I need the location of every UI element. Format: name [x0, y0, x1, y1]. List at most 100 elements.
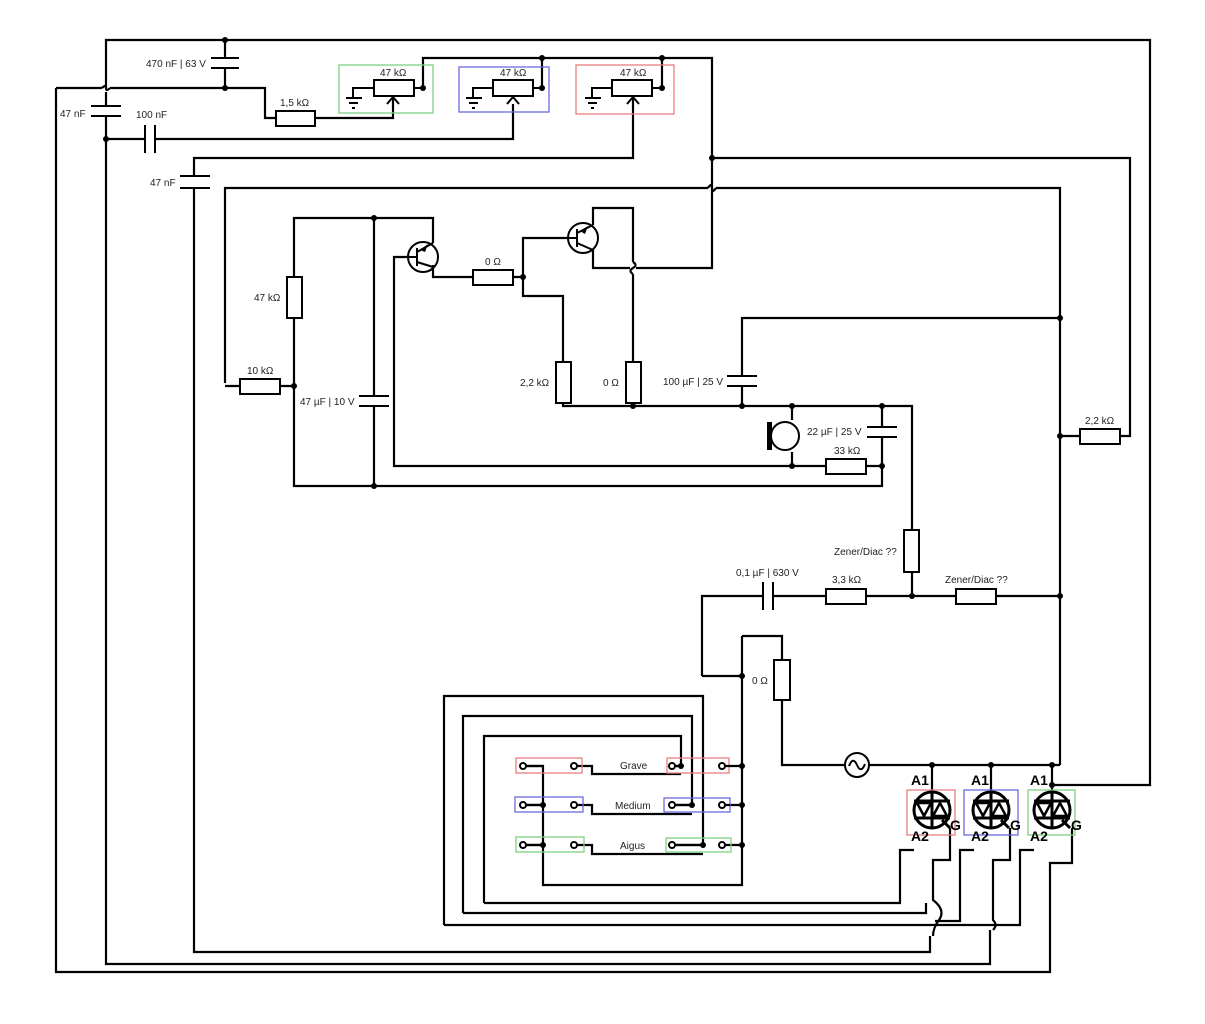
label: 47 nF	[150, 178, 176, 189]
wire	[421, 56, 714, 270]
wire	[700, 594, 1060, 676]
label: 47 kΩ	[500, 68, 527, 79]
capacitor-0u1: 0,1 µF | 630 V	[736, 568, 799, 610]
label: 100 µF | 25 V	[663, 377, 723, 388]
label: 33 kΩ	[834, 446, 861, 457]
wire	[104, 92, 992, 966]
switch-label: Grave	[620, 761, 648, 772]
resistor-0-base: 0 Ω	[472, 257, 514, 286]
label: 1,5 kΩ	[280, 98, 310, 109]
wire	[591, 206, 635, 362]
label: 22 µF | 25 V	[807, 427, 862, 438]
label: 47 nF	[60, 109, 86, 120]
label: 10 kΩ	[247, 366, 274, 377]
label: 2,2 kΩ	[1085, 416, 1115, 427]
wire	[292, 216, 435, 277]
wire-top-bus	[104, 38, 1152, 787]
wire	[742, 634, 1060, 767]
resistor-2k2-emitter: 2,2 kΩ	[520, 361, 572, 404]
wire	[513, 236, 568, 279]
wire	[292, 318, 884, 488]
pnp-transistor-icon	[407, 241, 439, 273]
switch-label: Medium	[615, 801, 651, 812]
wire-hop	[707, 183, 717, 193]
label: 100 nF	[136, 110, 167, 121]
capacitor-100u: 100 µF | 25 V	[663, 375, 757, 388]
potentiometer-green: 47 kΩ	[338, 64, 434, 114]
ac-source-icon	[844, 752, 870, 778]
wire-hop	[101, 84, 111, 92]
pnp-transistor-icon	[567, 222, 599, 254]
capacitor-47u: 47 µF | 10 V	[300, 395, 389, 408]
capacitor-47n-left: 47 nF	[60, 105, 121, 120]
switch-grave[interactable]: Grave	[515, 757, 730, 774]
wire	[106, 104, 515, 141]
triac-icon	[971, 790, 1011, 830]
pin-a1: A1	[971, 772, 989, 788]
resistor-33k: 33 kΩ	[825, 446, 867, 475]
triac-green: A1 A2 G	[1027, 772, 1082, 844]
resistor-0-ac: 0 Ω	[752, 659, 791, 701]
wire	[712, 156, 1132, 438]
triac-blue: A1 A2 G	[963, 772, 1021, 844]
triac-icon	[912, 790, 952, 830]
wire	[192, 98, 635, 176]
resistor-2k2-right: 2,2 kΩ	[1079, 416, 1121, 445]
resistor-3k3: 3,3 kΩ	[825, 575, 867, 605]
capacitor-100n: 100 nF	[136, 110, 167, 153]
label: 470 nF | 63 V	[146, 59, 206, 70]
wire-hop	[629, 261, 637, 275]
label: 0 Ω	[752, 676, 768, 687]
wire	[192, 188, 932, 954]
pin-a2: A2	[911, 828, 929, 844]
pin-g: G	[1010, 817, 1021, 833]
pin-g: G	[1071, 817, 1082, 833]
label: Zener/Diac ??	[834, 547, 897, 558]
label: 47 µF | 10 V	[300, 397, 355, 408]
capacitor-47n-mid: 47 nF	[150, 175, 210, 189]
resistor-0-collector: 0 Ω	[603, 361, 642, 404]
capacitor-470n: 470 nF | 63 V	[146, 57, 239, 70]
wire	[315, 98, 395, 120]
resistor-47k: 47 kΩ	[254, 276, 303, 319]
label: 47 kΩ	[620, 68, 647, 79]
label: 0 Ω	[485, 257, 501, 268]
resistor-1k5: 1,5 kΩ	[275, 98, 316, 127]
wire	[521, 277, 565, 362]
pin-a1: A1	[1030, 772, 1048, 788]
wire	[591, 250, 630, 270]
label: 47 kΩ	[254, 293, 281, 304]
label: 47 kΩ	[380, 68, 407, 79]
resistor-10k: 10 kΩ	[239, 366, 281, 395]
zener-diac-horizontal: Zener/Diac ??	[945, 575, 1008, 605]
wire	[431, 265, 473, 279]
label: 0 Ω	[603, 378, 619, 389]
switch-aigus[interactable]: Aigus	[515, 836, 732, 853]
wire	[392, 255, 826, 468]
capacitor-22u: 22 µF | 25 V	[807, 426, 897, 438]
wire	[540, 58, 664, 88]
switch-wiring	[526, 764, 730, 847]
pin-a2: A2	[971, 828, 989, 844]
zener-diac-vertical: Zener/Diac ??	[834, 529, 920, 573]
label: Zener/Diac ??	[945, 575, 1008, 586]
wire	[54, 88, 1074, 974]
label: 3,3 kΩ	[832, 575, 862, 586]
wire	[223, 186, 1062, 765]
wire	[561, 403, 914, 530]
microphone-icon	[767, 421, 800, 451]
potentiometer-red: 47 kΩ	[575, 64, 675, 115]
label: 0,1 µF | 630 V	[736, 568, 799, 579]
pin-a2: A2	[1030, 828, 1048, 844]
potentiometer-blue: 47 kΩ	[458, 66, 550, 113]
switch-medium[interactable]: Medium	[514, 796, 731, 813]
pin-g: G	[950, 817, 961, 833]
switch-label: Aigus	[620, 841, 645, 852]
pin-a1: A1	[911, 772, 929, 788]
triac-icon	[1032, 790, 1072, 830]
triac-red: A1 A2 G	[906, 772, 961, 844]
label: 2,2 kΩ	[520, 378, 550, 389]
wire	[740, 316, 1060, 376]
wire	[56, 86, 276, 120]
